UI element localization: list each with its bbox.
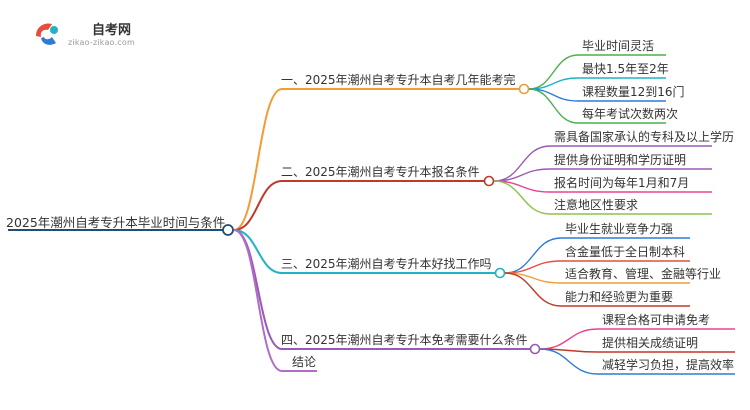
leaf-3-2: 含金量低于全日制本科 (565, 245, 686, 259)
branch-2-label: 二、2025年潮州自考专升本报名条件 (281, 165, 480, 179)
branch-5-connector (233, 229, 283, 372)
leaf-1-3: 课程数量12到16门 (582, 85, 685, 99)
leaf-1-4-connector (528, 88, 579, 124)
branch-4-node (529, 343, 541, 355)
branch-1-label: 一、2025年潮州自考专升本自考几年能考完 (281, 73, 516, 87)
branch-2-connector (233, 180, 283, 231)
leaf-3-4-connector (504, 272, 562, 307)
leaf-3-3: 适合教育、管理、金融等行业 (565, 267, 722, 281)
logo-name: 自考网 (92, 23, 132, 38)
leaf-1-1: 毕业时间灵活 (582, 39, 655, 53)
branch-3-node (494, 267, 506, 279)
leaf-4-3: 减轻学习负担，提高效率 (602, 358, 735, 372)
branch-2-node (483, 175, 495, 187)
leaf-2-4-connector (493, 180, 551, 215)
branch-1-node (518, 83, 530, 95)
root-node-label: 2025年潮州自考专升本毕业时间与条件 (6, 215, 226, 230)
branch-5-label: 结论 (292, 355, 317, 369)
site-logo[interactable]: 自考网 zikao-zikao.com (30, 16, 140, 51)
leaf-3-1: 毕业生就业竞争力强 (565, 222, 674, 236)
leaf-2-2: 提供身份证明和学历证明 (554, 153, 687, 167)
branch-3-connector (233, 229, 283, 274)
leaf-2-1: 需具备国家承认的专科及以上学历 (554, 130, 735, 144)
branch-4-label: 四、2025年潮州自考专升本免考需要什么条件 (281, 333, 528, 347)
branch-3-label: 三、2025年潮州自考专升本好找工作吗 (281, 257, 492, 271)
logo-mark-icon (31, 19, 63, 51)
leaf-2-3: 报名时间为每年1月和7月 (554, 176, 690, 190)
branch-4-connector (233, 229, 283, 350)
leaf-1-4: 每年考试次数两次 (582, 107, 679, 121)
leaf-4-1-connector (539, 328, 599, 350)
leaf-4-3-connector (539, 348, 599, 375)
leaf-3-4: 能力和经验更为重要 (565, 290, 674, 304)
leaf-4-2: 提供相关成绩证明 (602, 336, 699, 350)
leaf-2-4: 注意地区性要求 (554, 198, 639, 212)
branch-1-connector (233, 88, 283, 231)
logo-url: zikao-zikao.com (68, 38, 135, 47)
root-node (222, 224, 234, 236)
leaf-4-1: 课程合格可申请免考 (602, 313, 711, 327)
leaf-1-2: 最快1.5年至2年 (582, 62, 669, 76)
